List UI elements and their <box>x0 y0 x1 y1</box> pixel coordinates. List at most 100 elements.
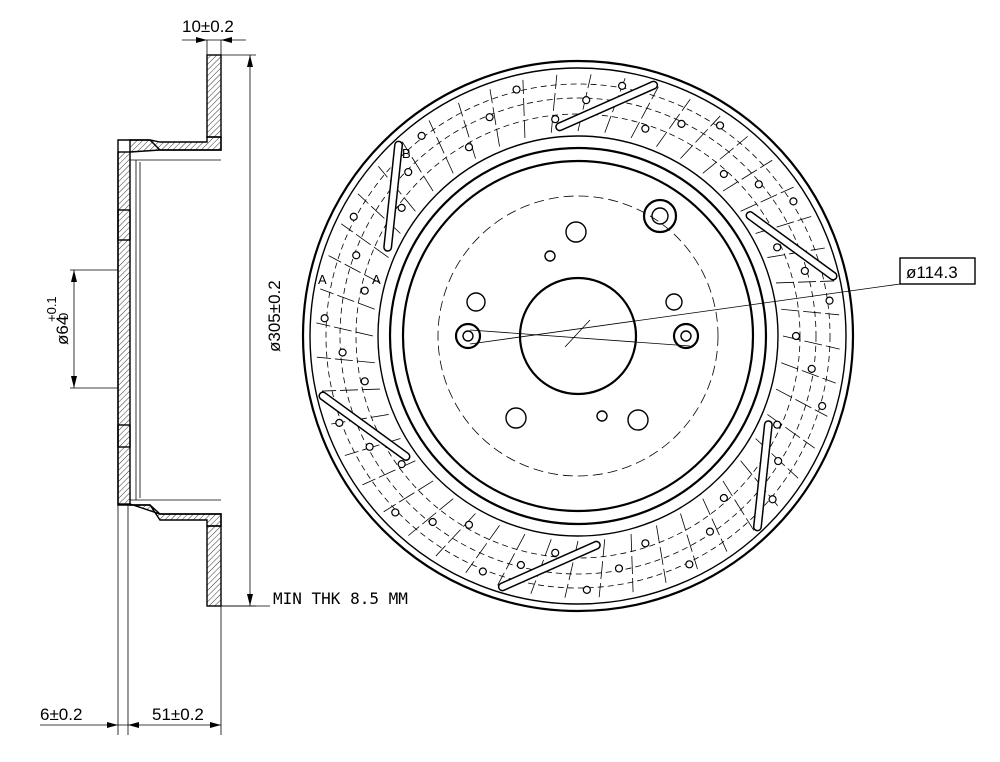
drill-hole <box>352 251 361 260</box>
radial-grid-line <box>321 388 380 392</box>
radial-grid-line <box>702 498 728 552</box>
hat-edge <box>388 146 768 526</box>
outer-diameter-label: ø305±0.2 <box>265 280 284 352</box>
radial-grid-line <box>362 460 416 486</box>
center-bore <box>518 276 638 396</box>
radial-grid-line <box>458 102 476 159</box>
radial-grid-line <box>316 356 375 364</box>
lug-hole-3 <box>642 198 678 234</box>
small-hole-4 <box>627 409 649 431</box>
drill-hole <box>641 539 650 548</box>
drill-hole <box>464 520 474 529</box>
drill-hole <box>485 113 494 122</box>
height-dim-label: 51±0.2 <box>152 705 204 724</box>
slots <box>318 80 838 592</box>
radial-grid-line <box>465 525 500 573</box>
drill-hole <box>807 364 816 373</box>
front-view <box>301 59 976 613</box>
drill-hole <box>685 560 694 569</box>
outer-rim <box>301 59 855 613</box>
drill-hole <box>320 314 329 323</box>
radial-grid-line <box>522 79 526 138</box>
bore-tol-upper: +0.1 <box>44 296 59 322</box>
drill-hole <box>789 197 798 206</box>
section-view <box>40 37 270 735</box>
guide-ring <box>339 97 817 575</box>
section-mark-a2: A <box>372 272 381 287</box>
drill-hole <box>677 119 686 128</box>
drill-hole <box>428 517 437 527</box>
drill-hole <box>719 169 728 179</box>
drill-hole <box>551 548 560 557</box>
radial-grid-line <box>656 525 667 583</box>
slot-fill <box>499 542 600 590</box>
drill-hole <box>641 124 650 133</box>
drill-hole <box>754 180 763 189</box>
drill-hole <box>404 167 413 177</box>
radial-grid-line <box>550 74 558 133</box>
radial-grid-line <box>722 159 773 192</box>
small-hole-3 <box>505 407 527 429</box>
drill-hole <box>397 460 406 469</box>
stud-hole-bottom <box>117 424 131 448</box>
drill-hole <box>360 377 369 386</box>
pcd-label: ø114.3 <box>906 263 958 282</box>
lug-hole-5 <box>665 293 683 311</box>
drill-hole <box>478 567 487 576</box>
lug-hole-2 <box>672 322 700 350</box>
radial-grid-line <box>775 388 828 417</box>
radial-grid-line <box>497 533 526 586</box>
radial-grid-line <box>722 480 755 531</box>
drill-hole <box>618 81 627 90</box>
radial-grid-line <box>401 141 434 192</box>
lug-hole-4 <box>466 292 486 312</box>
hat-bottom-flange <box>129 503 222 527</box>
friction-ring-top <box>206 54 222 138</box>
drill-hole <box>338 348 347 357</box>
drill-hole <box>800 266 809 276</box>
drill-hole <box>582 96 591 105</box>
center-bore-label: ø64 <box>53 316 72 345</box>
drill-hole <box>417 131 426 140</box>
lug-hole-1 <box>454 322 482 350</box>
small-hole-2 <box>544 250 556 262</box>
drill-hole <box>768 495 777 504</box>
guide-ring <box>325 83 831 589</box>
radial-grid-line <box>320 288 375 310</box>
slot-fill <box>319 392 409 460</box>
drill-hole <box>614 564 624 573</box>
radial-grid-line <box>341 223 389 258</box>
drill-hole <box>773 420 782 429</box>
radial-grid-line <box>630 86 659 139</box>
radial-grid-line <box>328 255 381 284</box>
drill-hole <box>582 585 591 594</box>
inner-friction-edge <box>377 135 779 537</box>
radial-grid-line <box>630 534 634 593</box>
offset-dim-label: 6±0.2 <box>40 705 82 724</box>
radial-grid-line <box>776 280 835 284</box>
hat-face <box>401 159 755 513</box>
drill-hole <box>551 115 560 124</box>
small-hole-5 <box>596 410 608 422</box>
radial-grid-line <box>428 120 454 174</box>
drill-hole <box>397 203 406 212</box>
radial-grid-line <box>702 136 748 174</box>
drill-hole <box>516 560 526 570</box>
slot-fill <box>747 212 837 280</box>
section-mark-b: B <box>402 146 411 161</box>
drill-hole <box>360 286 369 295</box>
drill-hole <box>391 508 400 517</box>
min-thickness-note: MIN THK 8.5 MM <box>273 589 408 608</box>
slot-fill <box>754 421 772 530</box>
slot-fill <box>384 142 402 251</box>
hat-wall <box>117 151 131 505</box>
stud-hole-top <box>117 209 131 241</box>
drill-hole <box>349 212 358 221</box>
radial-grid-line <box>408 498 454 536</box>
hat-outline <box>117 137 222 526</box>
outer-rim-inner <box>309 67 847 605</box>
pcd-label-box <box>899 257 976 285</box>
drill-hole <box>825 296 834 305</box>
